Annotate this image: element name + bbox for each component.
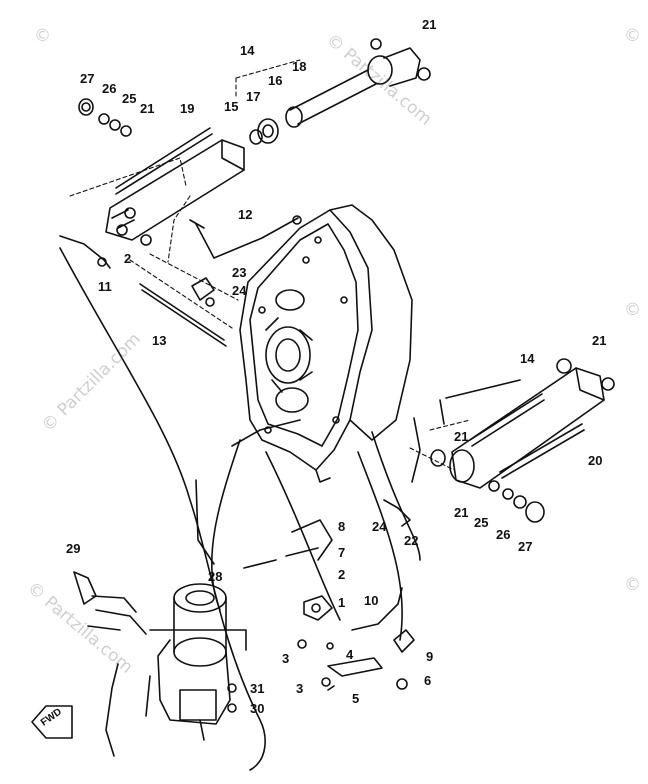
callout-12[interactable]: 12 bbox=[238, 207, 253, 222]
callout-23[interactable]: 23 bbox=[232, 265, 247, 280]
pump-motor-28 bbox=[149, 583, 247, 741]
callout-9[interactable]: 9 bbox=[426, 649, 434, 664]
callout-13[interactable]: 13 bbox=[152, 333, 167, 348]
upper-cylinder bbox=[249, 38, 431, 145]
callout-14-right[interactable]: 14 bbox=[520, 351, 535, 366]
callout-21-left[interactable]: 21 bbox=[140, 101, 155, 116]
callout-27-right[interactable]: 27 bbox=[518, 539, 533, 554]
cylinder-body-left bbox=[105, 139, 245, 246]
rod-19 bbox=[115, 127, 213, 195]
callout-21-right[interactable]: 21 bbox=[592, 333, 607, 348]
callout-10[interactable]: 10 bbox=[364, 593, 379, 608]
callout-5[interactable]: 5 bbox=[352, 691, 360, 706]
callout-3-b[interactable]: 3 bbox=[296, 681, 304, 696]
callout-21-mid[interactable]: 21 bbox=[454, 429, 469, 444]
callout-16[interactable]: 16 bbox=[268, 73, 283, 88]
callout-17[interactable]: 17 bbox=[246, 89, 261, 104]
callout-24-right[interactable]: 24 bbox=[372, 519, 387, 534]
callout-2-top[interactable]: 2 bbox=[124, 251, 132, 266]
callout-8[interactable]: 8 bbox=[338, 519, 346, 534]
swivel-bracket-plate bbox=[239, 204, 413, 483]
callout-20[interactable]: 20 bbox=[588, 453, 603, 468]
callout-15[interactable]: 15 bbox=[224, 99, 239, 114]
callout-21-top[interactable]: 21 bbox=[422, 17, 437, 32]
callout-26-top[interactable]: 26 bbox=[102, 81, 117, 96]
callout-25-top[interactable]: 25 bbox=[122, 91, 137, 106]
callout-18[interactable]: 18 bbox=[292, 59, 307, 74]
callout-22[interactable]: 22 bbox=[404, 533, 419, 548]
hose-12 bbox=[195, 217, 299, 259]
rod-13 bbox=[139, 283, 227, 347]
callout-11[interactable]: 11 bbox=[98, 279, 112, 294]
parts-cap-right bbox=[488, 480, 545, 523]
callout-2-mid[interactable]: 2 bbox=[338, 567, 346, 582]
callout-29[interactable]: 29 bbox=[66, 541, 81, 556]
callout-1-mid[interactable]: 1 bbox=[338, 595, 346, 610]
cylinder-body-right bbox=[430, 358, 615, 489]
callout-21-low[interactable]: 21 bbox=[454, 505, 469, 520]
callout-6[interactable]: 6 bbox=[424, 673, 432, 688]
parts-cap-left bbox=[78, 98, 132, 137]
watermark-corner-tr: © bbox=[624, 26, 641, 46]
callout-7[interactable]: 7 bbox=[338, 545, 346, 560]
callout-26-right[interactable]: 26 bbox=[496, 527, 511, 542]
callout-19[interactable]: 19 bbox=[180, 101, 195, 116]
callout-28[interactable]: 28 bbox=[208, 569, 223, 584]
watermark-corner-mr: © bbox=[624, 300, 641, 320]
part-11 bbox=[59, 235, 111, 269]
callout-14-top[interactable]: 14 bbox=[240, 43, 255, 58]
callout-24-left[interactable]: 24 bbox=[232, 283, 247, 298]
callout-30[interactable]: 30 bbox=[250, 701, 265, 716]
callout-31[interactable]: 31 bbox=[250, 681, 265, 696]
rod-20 bbox=[499, 423, 585, 479]
fwd-arrow bbox=[31, 705, 73, 739]
watermark-corner-tl: © bbox=[34, 26, 51, 46]
watermark-corner-br: © bbox=[624, 575, 641, 595]
callout-3-a[interactable]: 3 bbox=[282, 651, 290, 666]
callout-4[interactable]: 4 bbox=[346, 647, 354, 662]
callout-27-top[interactable]: 27 bbox=[80, 71, 95, 86]
callout-25-right[interactable]: 25 bbox=[474, 515, 489, 530]
